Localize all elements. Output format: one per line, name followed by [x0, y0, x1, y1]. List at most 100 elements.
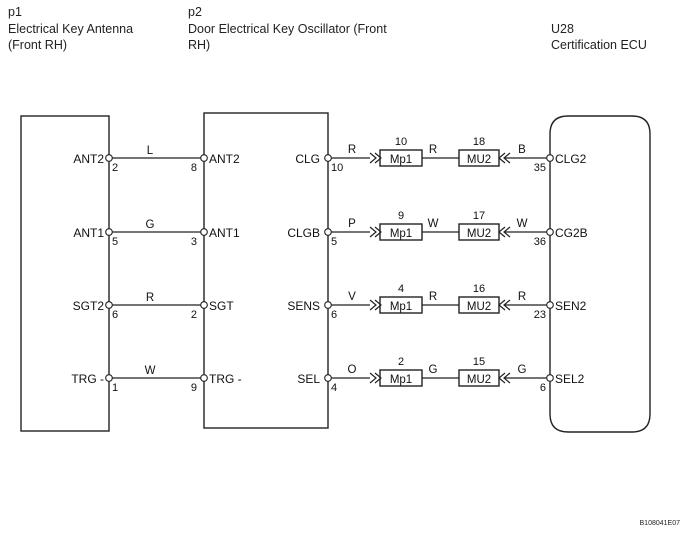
ecu-pin-terminal [546, 301, 554, 309]
wire-color-label: W [517, 218, 528, 230]
p1-name-line2: (Front RH) [8, 38, 67, 52]
ecu-pin-number: 35 [534, 162, 546, 174]
wire-color-label: P [348, 218, 356, 230]
connector-label: MU2 [467, 374, 491, 386]
p2-pin-name: ANT1 [209, 226, 240, 240]
p2-pin-terminal [324, 228, 332, 236]
p1-pin-terminal [105, 228, 113, 236]
p2-pin-number: 4 [331, 382, 337, 394]
connector-chevron-icon [498, 372, 511, 384]
p1-pin-terminal [105, 374, 113, 382]
connector-chevron-icon [369, 299, 382, 311]
connector-chevron-icon [369, 152, 382, 164]
connector-pin-number: 15 [473, 356, 485, 368]
p2-pin-terminal [200, 228, 208, 236]
connector-pin-number: 16 [473, 283, 485, 295]
connector-pin-number: 18 [473, 136, 485, 148]
wire-color-label: G [429, 364, 438, 376]
connector-label: MU2 [467, 301, 491, 313]
wire-color-label: R [518, 291, 526, 303]
wire-row-trg: TRG - 1 W 9 TRG - [71, 365, 241, 394]
connector-pin-number: 2 [398, 356, 404, 368]
figure-reference: B108041E07 [640, 520, 681, 527]
wire-row-ant2: ANT2 2 L 8 ANT2 [73, 145, 240, 174]
p1-pin-number: 1 [112, 382, 118, 394]
p2-pin-number: 10 [331, 162, 343, 174]
connector-label: MU2 [467, 154, 491, 166]
p1-pin-number: 6 [112, 309, 118, 321]
p2-pin-terminal [324, 154, 332, 162]
ecu-pin-terminal [546, 374, 554, 382]
wire-color-label: L [147, 145, 154, 157]
p2-pin-name: ANT2 [209, 152, 240, 166]
wire-color-label: V [348, 291, 356, 303]
p1-pin-number: 2 [112, 162, 118, 174]
connector-chevron-icon [498, 299, 511, 311]
p2-pin-terminal [324, 301, 332, 309]
connector-label: MU2 [467, 228, 491, 240]
ecu-pin-name: SEN2 [555, 299, 587, 313]
u28-name: Certification ECU [551, 38, 647, 52]
p2-pin-number: 2 [191, 309, 197, 321]
wire-color-label: R [429, 144, 437, 156]
connector-chevron-icon [498, 226, 511, 238]
ecu-pin-name: CG2B [555, 226, 588, 240]
header-p1: p1 Electrical Key Antenna (Front RH) [8, 5, 133, 52]
header-p2: p2 Door Electrical Key Oscillator (Front… [188, 5, 387, 52]
p1-pin-name: ANT1 [73, 226, 104, 240]
header-u28: U28 Certification ECU [551, 22, 647, 52]
wire-color-label: G [146, 219, 155, 231]
connector-label: Mp1 [390, 374, 412, 386]
p2-pin-name: TRG - [209, 372, 242, 386]
ecu-pin-terminal [546, 228, 554, 236]
connector-chevron-icon [369, 372, 382, 384]
u28-code: U28 [551, 22, 574, 36]
p2-pin-terminal [200, 374, 208, 382]
p1-pin-terminal [105, 154, 113, 162]
p1-code: p1 [8, 5, 22, 19]
wire-color-label: O [348, 364, 357, 376]
p1-p2-wires: ANT2 2 L 8 ANT2 ANT1 5 G 3 ANT1 SGT 2 6 R… [71, 145, 241, 394]
wire-row-ant1: ANT1 5 G 3 ANT1 [73, 219, 240, 248]
p1-name-line1: Electrical Key Antenna [8, 22, 133, 36]
p1-antenna-box [20, 115, 110, 432]
p1-pin-number: 5 [112, 236, 118, 248]
connector-label: Mp1 [390, 228, 412, 240]
p2-pin-name: CLG [295, 152, 320, 166]
connector-pin-number: 17 [473, 210, 485, 222]
wire-row-sgt: SGT2 6 R 2 SGT [73, 292, 235, 321]
p2-pin-number: 8 [191, 162, 197, 174]
wire-color-label: B [518, 144, 526, 156]
wire-color-label: R [146, 292, 154, 304]
ecu-pin-number: 6 [540, 382, 546, 394]
wire-color-label: W [428, 218, 439, 230]
wire-color-label: W [145, 365, 156, 377]
p1-pin-name: ANT2 [73, 152, 104, 166]
p2-pin-name: CLGB [287, 226, 320, 240]
p2-code: p2 [188, 5, 202, 19]
wire-row-clg: CLG 10 R 10 Mp1 R 18 MU2 B 35 CLG2 [295, 136, 586, 174]
p2-pin-terminal [324, 374, 332, 382]
ecu-pin-name: SEL2 [555, 372, 585, 386]
ecu-pin-name: CLG2 [555, 152, 587, 166]
u28-ecu-box [549, 115, 651, 433]
p2-oscillator-box [203, 112, 329, 429]
ecu-pin-number: 36 [534, 236, 546, 248]
p2-pin-name: SEL [297, 372, 320, 386]
ecu-pin-terminal [546, 154, 554, 162]
connector-pin-number: 4 [398, 283, 404, 295]
p2-pin-terminal [200, 154, 208, 162]
connector-pin-number: 10 [395, 136, 407, 148]
p2-ecu-wires: CLG 10 R 10 Mp1 R 18 MU2 B 35 CLG2 CLGB … [287, 136, 587, 394]
p2-pin-number: 6 [331, 309, 337, 321]
wire-color-label: R [348, 144, 356, 156]
p2-pin-name: SGT [209, 299, 234, 313]
wire-row-sens: SENS 6 V 4 Mp1 R 16 MU2 R 23 SEN2 [287, 283, 586, 321]
p1-pin-terminal [105, 301, 113, 309]
p2-pin-number: 3 [191, 236, 197, 248]
connector-label: Mp1 [390, 301, 412, 313]
p2-name-line2: RH) [188, 38, 210, 52]
connector-label: Mp1 [390, 154, 412, 166]
wire-row-sel: SEL 4 O 2 Mp1 G 15 MU2 G 6 SEL2 [297, 356, 584, 394]
